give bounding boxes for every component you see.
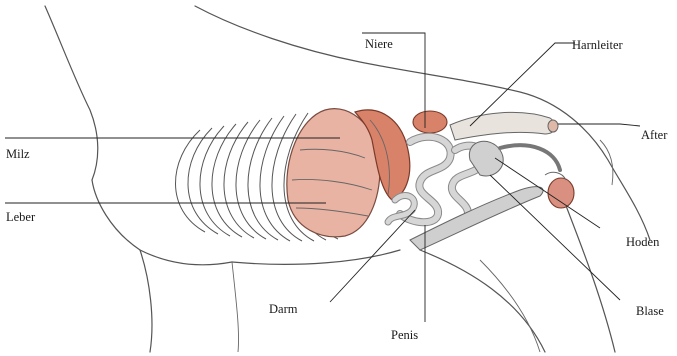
label-blase: Blase <box>636 304 664 318</box>
label-after: After <box>641 128 668 142</box>
front-leg-outline <box>140 250 152 352</box>
tail-outline <box>600 140 613 185</box>
hind-leg-rear <box>560 190 615 352</box>
label-leber: Leber <box>6 210 36 224</box>
liver <box>287 109 380 237</box>
rectum <box>450 112 556 140</box>
hind-leg-inner <box>480 260 540 352</box>
label-harnleiter: Harnleiter <box>572 38 624 52</box>
label-darm: Darm <box>269 302 298 316</box>
label-hoden: Hoden <box>626 235 660 249</box>
chest-outline <box>92 180 232 265</box>
testis <box>548 178 574 208</box>
label-penis: Penis <box>391 328 418 342</box>
neck-outline <box>45 6 98 180</box>
label-niere: Niere <box>365 37 393 51</box>
hind-leg-front <box>420 250 545 352</box>
belly-outline <box>232 250 400 264</box>
front-leg-inner <box>232 262 239 352</box>
kidney <box>413 111 447 133</box>
label-milz: Milz <box>6 147 30 161</box>
urethra <box>500 145 560 170</box>
